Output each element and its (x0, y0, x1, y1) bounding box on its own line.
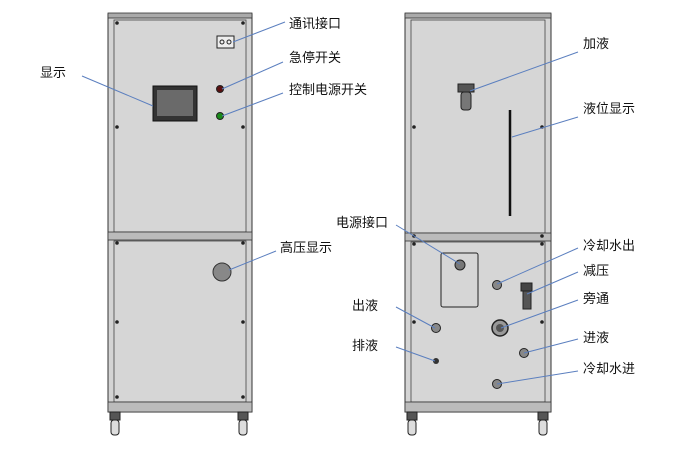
label-cooling-water-in: 冷却水进 (583, 362, 635, 377)
cooling-water-out-icon (492, 280, 502, 290)
power-port-box (440, 252, 479, 308)
label-level-display: 液位显示 (583, 102, 635, 117)
emergency-stop-icon (216, 85, 224, 93)
fill-port-icon (457, 83, 475, 111)
label-drain: 排液 (352, 339, 378, 354)
label-high-voltage-display: 高压显示 (280, 240, 332, 256)
label-fill: 加液 (583, 37, 609, 52)
rear-wheels (406, 411, 549, 436)
label-pressure-reducer: 减压 (583, 264, 609, 279)
label-power-port: 电源接口 (336, 215, 388, 231)
rear-upper-panel (410, 19, 546, 234)
label-emergency-stop: 急停开关 (289, 50, 341, 66)
label-comm-port: 通讯接口 (289, 16, 341, 32)
leader-lines (81, 21, 579, 385)
label-cooling-water-out: 冷却水出 (583, 239, 635, 254)
drain-icon (433, 358, 439, 364)
front-upper-panel (113, 19, 247, 233)
label-liquid-out: 出液 (352, 299, 378, 314)
label-display: 显示 (40, 66, 66, 81)
front-base (107, 401, 253, 413)
front-top-bar (107, 12, 253, 19)
label-control-power-switch: 控制电源开关 (289, 83, 367, 98)
power-switch-icon (216, 112, 224, 120)
rear-cabinet (404, 12, 552, 436)
front-wheels (109, 411, 249, 436)
label-bypass: 旁通 (583, 291, 609, 307)
liquid-out-icon (431, 323, 441, 333)
label-liquid-in: 进液 (583, 331, 609, 346)
front-divider (107, 231, 253, 241)
touch-screen-display-icon (157, 90, 193, 116)
front-cabinet (107, 12, 253, 436)
high-voltage-meter-icon (212, 262, 232, 282)
pressure-reducer-icon (520, 282, 533, 310)
